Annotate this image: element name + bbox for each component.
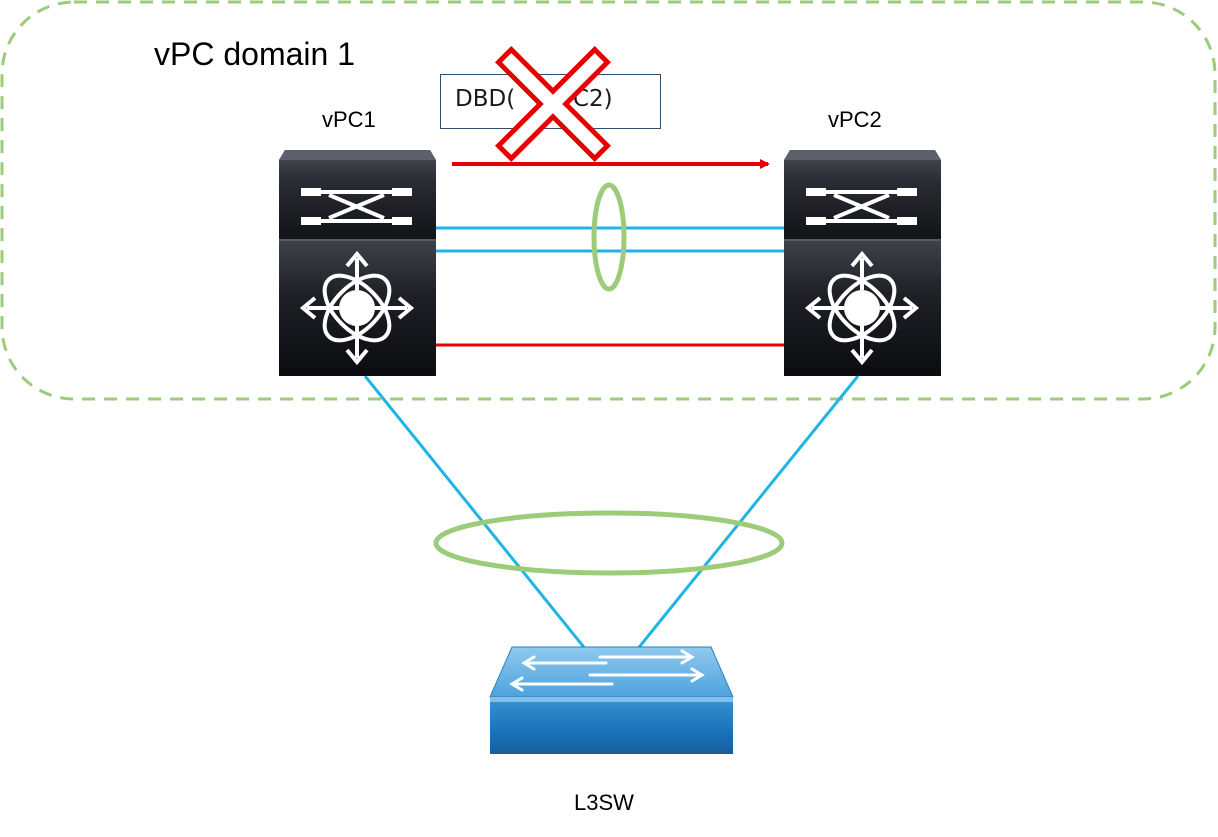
vpc-member-bundle [433,510,785,576]
l3sw-label: L3SW [574,790,634,815]
dbd-message-text: DBD( PC2) [455,86,613,112]
peer-link-bundle [591,182,627,292]
vpc1-label: vPC1 [322,107,376,132]
domain-title: vPC domain 1 [154,36,355,72]
link-vpc2-l3sw [634,375,860,652]
dbd-message-box: DBD( PC2) [440,74,661,129]
nexus-switch-icon[interactable] [784,150,941,376]
vpc2-label: vPC2 [828,107,882,132]
nexus-switch-icon[interactable] [279,150,436,376]
link-vpc1-l3sw [363,375,589,652]
vpc-domain-boundary [0,0,1217,401]
layer3-switch-icon[interactable] [489,646,734,754]
